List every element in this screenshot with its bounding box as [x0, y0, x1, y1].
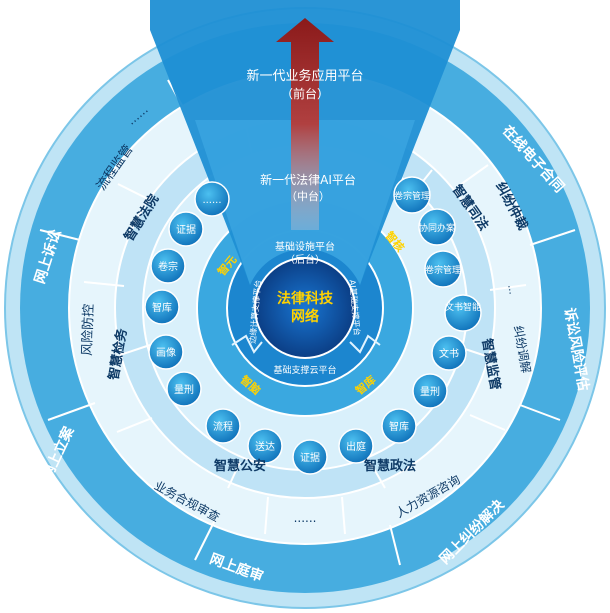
bubble-14[interactable]: 文书智能	[444, 294, 482, 332]
service-risk: 风险防控	[79, 304, 97, 357]
bubble-10[interactable]: 出庭	[338, 428, 374, 464]
bubble-12-label: 量刑	[420, 385, 440, 398]
zigzag-right	[349, 334, 381, 354]
bubble-11[interactable]: 智库	[381, 408, 417, 444]
front-platform-title: 新一代业务应用平台	[246, 68, 363, 84]
core-title-line2: 网络	[291, 308, 319, 325]
bubbles: ...... 证据 卷宗 智库 画像 量刑 流程 送达	[144, 176, 482, 475]
bubble-1-label: ......	[202, 195, 221, 206]
core-title-line1: 法律科技	[277, 290, 334, 307]
bubble-7-label: 流程	[213, 420, 233, 433]
bubble-11-label: 智库	[389, 420, 409, 433]
infra-platform-title: 基础设施平台	[275, 240, 335, 253]
bubble-15[interactable]: 卷宗管理	[424, 250, 462, 288]
bubble-15-label: 卷宗管理	[425, 264, 461, 276]
bubble-6[interactable]: 量刑	[166, 371, 202, 407]
sector-police: 智慧公安	[214, 458, 266, 474]
bubble-3-label: 卷宗	[158, 260, 178, 273]
ai-platform-label: AI基础支撑平台	[348, 279, 363, 336]
bubble-14-label: 文书智能	[445, 301, 481, 313]
bubble-17[interactable]: 卷宗管理	[393, 176, 431, 214]
service-ellipsis-right: ...	[505, 284, 517, 295]
bubble-2-label: 证据	[176, 223, 196, 236]
bubble-6-label: 量刑	[174, 383, 194, 396]
bubble-4-label: 智库	[152, 301, 172, 314]
bubble-10-label: 出庭	[346, 440, 366, 453]
sector-politics: 智慧政法	[364, 458, 416, 474]
bubble-8-label: 送达	[255, 440, 275, 453]
cloud-platform-label: 基础支撑云平台	[273, 364, 336, 376]
bubble-9[interactable]: 证据	[292, 439, 328, 475]
bubble-3[interactable]: 卷宗	[150, 248, 186, 284]
bubble-13-label: 文书	[439, 347, 459, 360]
core-circle	[254, 257, 356, 359]
bubble-8[interactable]: 送达	[247, 428, 283, 464]
bubble-17-label: 卷宗管理	[394, 190, 430, 202]
bubble-9-label: 证据	[300, 451, 320, 464]
upward-arrow	[276, 18, 334, 230]
bubble-5-label: 画像	[156, 347, 176, 359]
bubble-4[interactable]: 智库	[144, 289, 180, 325]
bubble-12[interactable]: 量刑	[412, 373, 448, 409]
bubble-1[interactable]: ......	[194, 181, 230, 217]
service-ellipsis-bottom: ......	[294, 511, 317, 525]
bubble-16-label: 协同办案	[419, 222, 455, 234]
service-dividers	[83, 119, 527, 535]
middle-platform-subtitle: （中台）	[286, 189, 330, 203]
bubble-7[interactable]: 流程	[205, 408, 241, 444]
front-platform-subtitle: （前台）	[281, 86, 329, 101]
middle-platform-title: 新一代法律AI平台	[260, 172, 356, 187]
bubble-16[interactable]: 协同办案	[418, 208, 456, 246]
zigzag-left	[231, 334, 263, 354]
bubble-13[interactable]: 文书	[431, 335, 467, 371]
bubble-5[interactable]: 画像	[148, 334, 184, 370]
bubble-2[interactable]: 证据	[168, 211, 204, 247]
infra-platform-subtitle: （后台）	[285, 253, 325, 266]
